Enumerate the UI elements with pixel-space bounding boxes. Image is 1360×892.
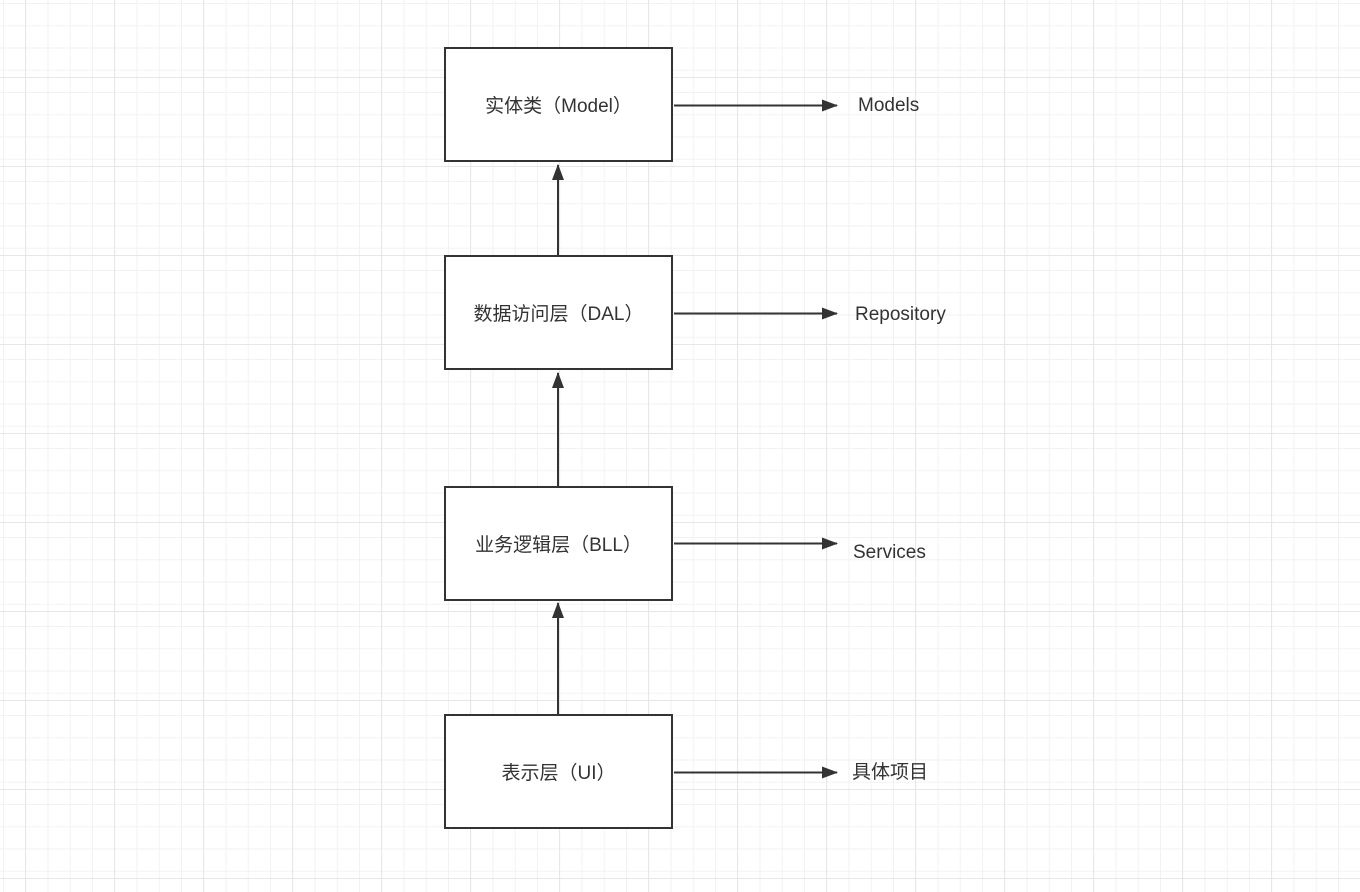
edge-label-models[interactable]: Models [858,95,920,116]
node-ui[interactable]: 表示层（UI） [444,714,673,829]
edge-label-project[interactable]: 具体项目 [852,762,929,783]
edge-label-repository[interactable]: Repository [855,304,946,325]
node-bll[interactable]: 业务逻辑层（BLL） [444,486,673,601]
node-model-label: 实体类（Model） [485,96,632,117]
node-bll-label: 业务逻辑层（BLL） [475,535,642,556]
node-dal-label: 数据访问层（DAL） [473,304,644,325]
node-ui-label: 表示层（UI） [501,763,616,784]
node-dal[interactable]: 数据访问层（DAL） [444,255,673,370]
edge-label-services[interactable]: Services [853,542,926,563]
node-model[interactable]: 实体类（Model） [444,47,673,162]
